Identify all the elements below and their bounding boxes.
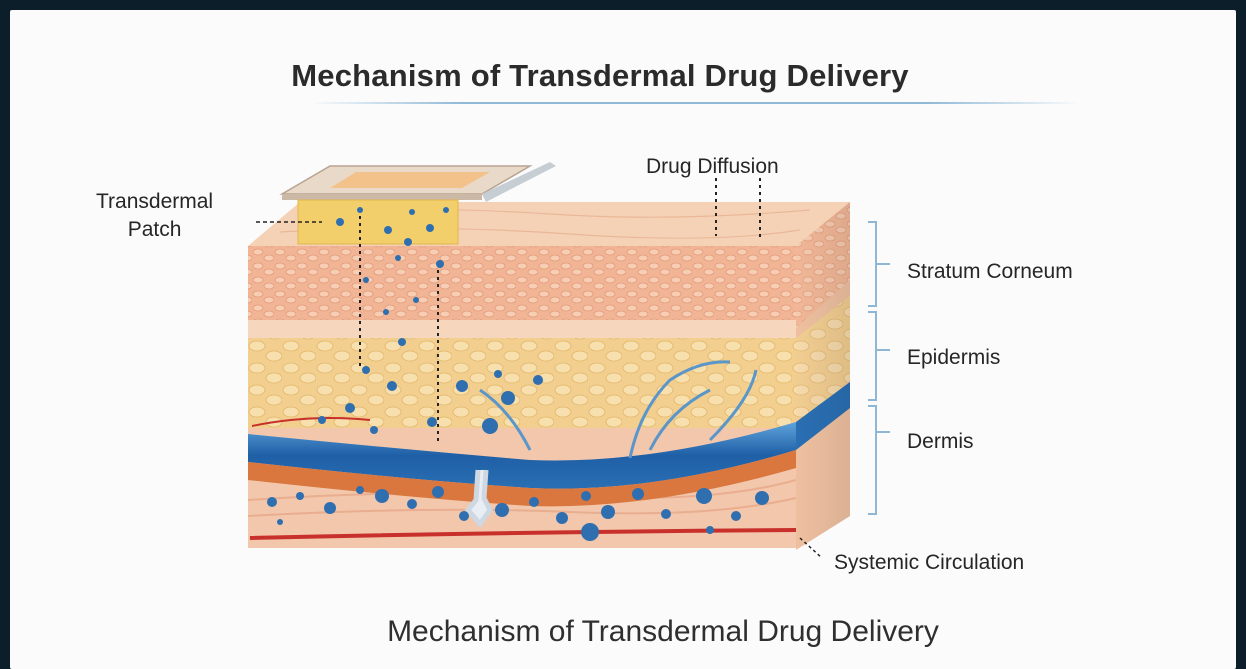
bracket-ticks bbox=[876, 264, 890, 432]
patch-label: Transdermal Patch bbox=[96, 188, 213, 244]
stratum-corneum-label: Stratum Corneum bbox=[907, 260, 1073, 284]
skin-cross-section-illustration bbox=[10, 10, 1236, 669]
stratum-boundary-band bbox=[248, 320, 796, 338]
patch-drug-window bbox=[330, 172, 490, 188]
stratum-corneum-layer bbox=[248, 246, 796, 328]
patch-label-line2: Patch bbox=[96, 216, 213, 244]
drug-diffusion-label: Drug Diffusion bbox=[646, 155, 779, 179]
epidermis-layer bbox=[248, 338, 796, 428]
diagram-canvas: Mechanism of Transdermal Drug Delivery bbox=[10, 10, 1236, 669]
systemic-circulation-label: Systemic Circulation bbox=[834, 551, 1024, 575]
patch-backing-edge bbox=[282, 194, 482, 200]
patch-label-line1: Transdermal bbox=[96, 188, 213, 216]
dermis-label: Dermis bbox=[907, 430, 974, 454]
layer-brackets bbox=[868, 222, 876, 514]
diagram-caption: Mechanism of Transdermal Drug Delivery bbox=[10, 615, 1236, 649]
epidermis-label: Epidermis bbox=[907, 346, 1000, 370]
